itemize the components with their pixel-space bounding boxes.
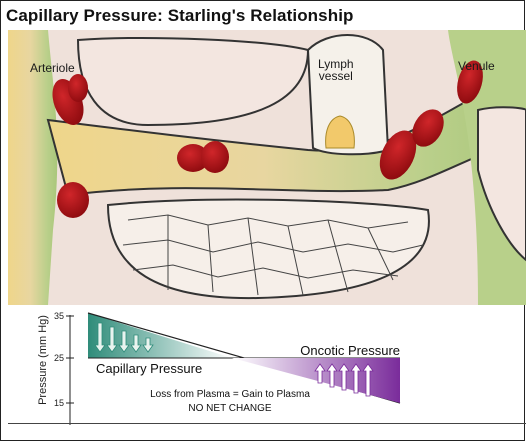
figure-title: Capillary Pressure: Starling's Relations…: [6, 6, 354, 26]
capillary-svg: [8, 30, 526, 305]
red-blood-cell: [68, 74, 88, 102]
capillary-illustration: [8, 30, 526, 305]
label-venule: Venule: [458, 60, 495, 72]
y-axis-title: Pressure (mm Hg): [37, 315, 49, 405]
oncotic-pressure-label: Oncotic Pressure: [300, 343, 400, 358]
note-line-2: NO NET CHANGE: [188, 403, 271, 414]
capillary-pressure-label: Capillary Pressure: [96, 361, 202, 376]
red-blood-cell: [57, 182, 89, 218]
label-lymph-line2: vessel: [318, 70, 354, 82]
tick-label-15: 15: [54, 398, 64, 408]
tick-label-35: 35: [54, 311, 64, 321]
label-arteriole: Arteriole: [30, 62, 75, 74]
tick-label-25: 25: [54, 353, 64, 363]
label-lymph-vessel: Lymph vessel: [318, 58, 354, 82]
red-blood-cell: [201, 141, 229, 173]
frame-bottom-divider: [8, 423, 526, 424]
note-line-1: Loss from Plasma = Gain to Plasma: [150, 389, 310, 400]
